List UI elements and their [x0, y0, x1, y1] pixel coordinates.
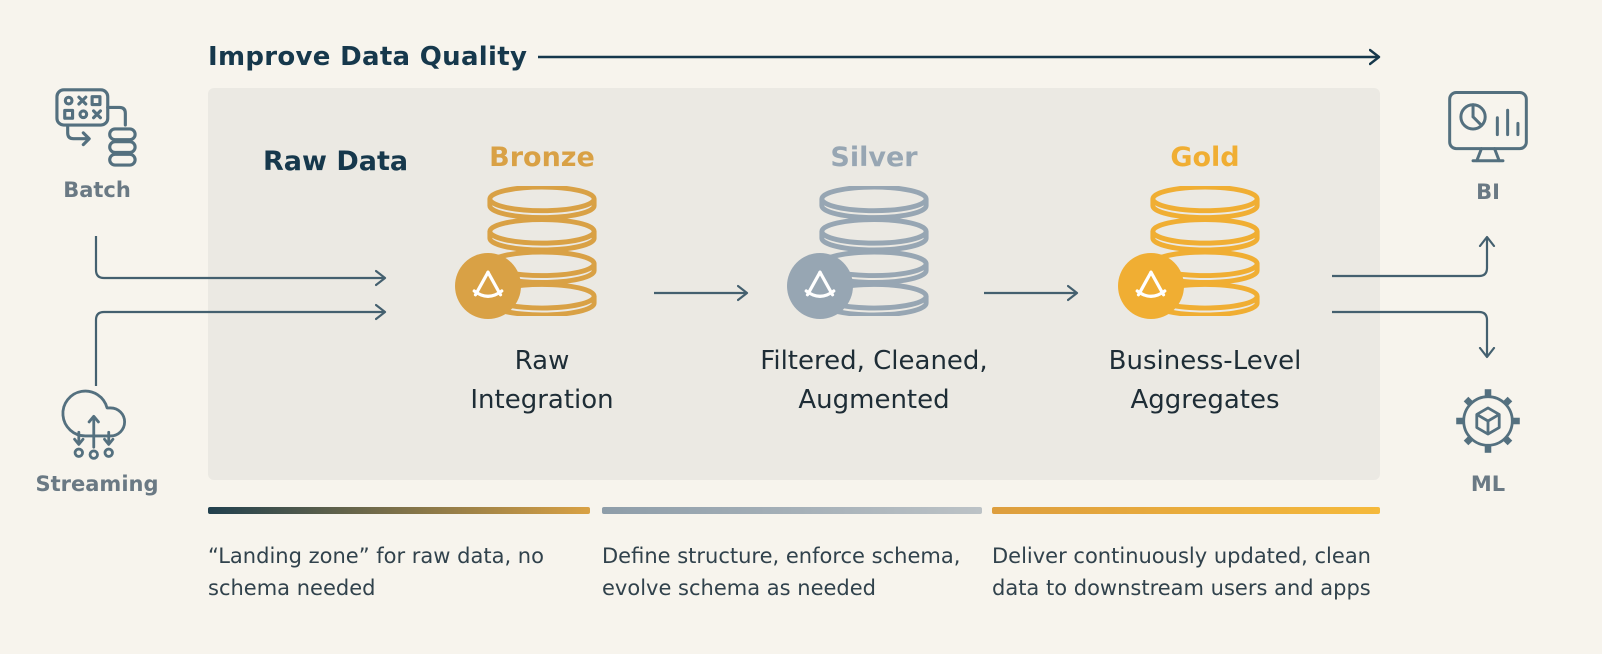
bronze-delta-badge — [455, 253, 521, 319]
silver-footnote-line2: evolve schema as needed — [602, 576, 876, 600]
stage-silver-icon-wrap — [787, 186, 933, 334]
stage-bronze-description: Raw Integration — [322, 342, 762, 420]
delta-logo-icon — [800, 266, 840, 306]
bronze-gradient-bar — [208, 507, 590, 514]
streaming-cloud-icon — [54, 378, 140, 464]
destination-ml-label: ML — [1470, 472, 1506, 496]
raw-data-label: Raw Data — [263, 146, 409, 177]
stage-bronze-icon-wrap — [455, 186, 601, 334]
gold-footnote-line1: Deliver continuously updated, clean — [992, 544, 1371, 568]
destination-bi-label: BI — [1476, 180, 1500, 204]
bi-dashboard-icon — [1445, 86, 1531, 172]
stage-silver-desc-line1: Filtered, Cleaned, — [760, 346, 988, 376]
source-streaming: Streaming — [36, 378, 159, 496]
stage-bronze-desc-line2: Integration — [470, 385, 614, 415]
bronze-footnote: “Landing zone” for raw data, no schema n… — [208, 540, 588, 604]
delta-logo-icon — [468, 266, 508, 306]
stage-gold-desc-line2: Aggregates — [1130, 385, 1280, 415]
source-batch-label: Batch — [63, 178, 131, 202]
stage-bronze: Bronze Raw Integration — [322, 142, 762, 420]
gold-footnote: Deliver continuously updated, clean data… — [992, 540, 1412, 604]
stage-silver: Silver Filtered, Cleaned, Augmented — [654, 142, 1094, 420]
bronze-footnote-line1: “Landing zone” for raw data, no — [208, 544, 544, 568]
batch-icon — [54, 84, 140, 170]
destination-bi: BI — [1445, 86, 1531, 204]
stage-silver-description: Filtered, Cleaned, Augmented — [654, 342, 1094, 420]
stage-gold-desc-line1: Business-Level — [1108, 346, 1302, 376]
silver-footnote: Define structure, enforce schema, evolve… — [602, 540, 1002, 604]
bronze-footnote-line2: schema needed — [208, 576, 376, 600]
destination-ml: ML — [1445, 378, 1531, 496]
stage-gold-icon-wrap — [1118, 186, 1264, 334]
stage-gold-description: Business-Level Aggregates — [985, 342, 1425, 420]
stage-gold-name: Gold — [1170, 142, 1240, 173]
stage-bronze-name: Bronze — [489, 142, 595, 173]
stage-gold: Gold Business-Level Aggregates — [985, 142, 1425, 420]
source-batch: Batch — [54, 84, 140, 202]
diagram-title: Improve Data Quality — [208, 42, 528, 72]
stage-silver-desc-line2: Augmented — [798, 385, 950, 415]
stage-silver-name: Silver — [830, 142, 918, 173]
silver-gradient-bar — [602, 507, 982, 514]
gold-footnote-line2: data to downstream users and apps — [992, 576, 1371, 600]
ml-gear-icon — [1445, 378, 1531, 464]
silver-footnote-line1: Define structure, enforce schema, — [602, 544, 961, 568]
gold-delta-badge — [1118, 253, 1184, 319]
stage-bronze-desc-line1: Raw — [514, 346, 570, 376]
gold-gradient-bar — [992, 507, 1380, 514]
source-streaming-label: Streaming — [35, 472, 159, 496]
silver-delta-badge — [787, 253, 853, 319]
delta-logo-icon — [1131, 266, 1171, 306]
